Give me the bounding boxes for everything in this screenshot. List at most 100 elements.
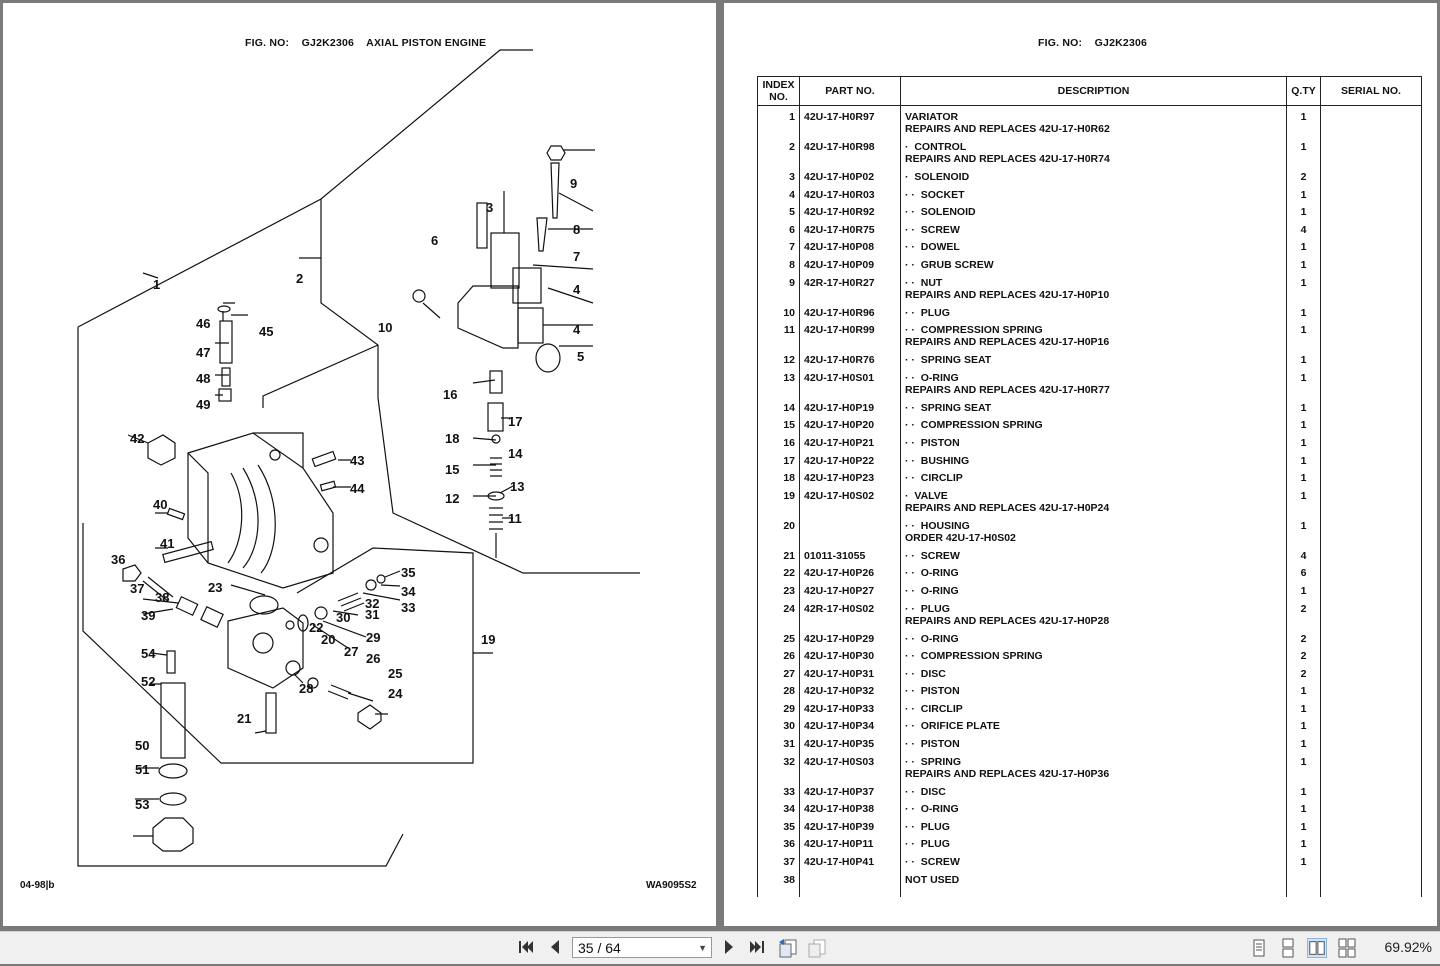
row-serial (1320, 685, 1422, 703)
row-qty: 1 (1286, 258, 1321, 277)
description-text: COMPRESSION SPRING (920, 419, 1043, 432)
row-description: · · GRUB SCREW (900, 258, 1287, 277)
description-text: COMPRESSION SPRING (920, 650, 1043, 663)
description-text: PLUG (920, 306, 950, 319)
row-part-no: 42U-17-H0P23 (799, 472, 901, 490)
row-qty: 1 (1286, 785, 1321, 804)
indent-dots: · · (905, 258, 915, 271)
plug-36 (122, 564, 142, 582)
callout-24: 24 (388, 686, 403, 701)
row-index: 26 (757, 650, 800, 668)
next-view-icon[interactable] (806, 937, 828, 959)
row-serial (1320, 650, 1422, 668)
dropdown-arrow-icon[interactable]: ▼ (698, 943, 707, 953)
indent-dots: · · (905, 838, 915, 851)
description-text: PISTON (920, 685, 960, 698)
row-qty: 1 (1286, 820, 1321, 839)
row-serial (1320, 549, 1422, 568)
callout-33: 33 (401, 600, 415, 615)
row-serial (1320, 519, 1422, 550)
indent-dots: · · (905, 720, 915, 733)
footer-date: 04-98|b (20, 880, 55, 891)
continuous-facing-view-icon[interactable] (1337, 938, 1357, 958)
indent-dots: · · (905, 206, 915, 219)
indent-dots: · · (905, 738, 915, 751)
description-text: HOUSING (920, 519, 970, 532)
single-page-view-icon[interactable] (1249, 938, 1269, 958)
next-page-icon[interactable] (718, 937, 740, 959)
row-serial (1320, 602, 1422, 633)
o-ring-small (285, 620, 295, 630)
row-qty: 1 (1286, 354, 1321, 372)
description-text: DISC (920, 785, 946, 798)
circlip-18 (491, 434, 501, 444)
bushing-17 (487, 402, 504, 432)
filler-cell (757, 891, 800, 898)
indent-dots: · · (905, 650, 915, 663)
row-part-no: 42U-17-H0R97 (799, 105, 901, 141)
row-index: 18 (757, 472, 800, 490)
plug-24 (357, 704, 382, 730)
description-text: SCREW (920, 223, 960, 236)
row-part-no: 42U-17-H0P08 (799, 241, 901, 259)
row-serial (1320, 436, 1422, 455)
callout-11: 11 (508, 511, 522, 526)
row-index: 21 (757, 549, 800, 568)
prev-page-icon[interactable] (544, 937, 566, 959)
continuous-view-icon[interactable] (1278, 938, 1298, 958)
page-number-field[interactable]: 35 / 64 ▼ (572, 937, 712, 958)
row-qty: 2 (1286, 171, 1321, 189)
row-description: · · SPRING SEAT (900, 401, 1287, 420)
callout-16: 16 (443, 387, 457, 402)
row-qty: 1 (1286, 371, 1321, 402)
description-note: REPAIRS AND REPLACES 42U-17-H0P10 (905, 288, 1110, 301)
row-serial (1320, 454, 1422, 473)
solenoid-body (490, 232, 520, 289)
callout-27: 27 (344, 644, 358, 659)
callout-26: 26 (366, 651, 380, 666)
row-serial (1320, 141, 1422, 171)
row-qty: 2 (1286, 632, 1321, 651)
description-text: CIRCLIP (920, 702, 963, 715)
row-qty: 1 (1286, 685, 1321, 703)
previous-view-icon[interactable] (777, 937, 799, 959)
filler-cell (1320, 891, 1422, 898)
first-page-icon[interactable] (515, 937, 537, 959)
row-index: 31 (757, 738, 800, 756)
callout-44: 44 (350, 481, 365, 496)
callout-15: 15 (445, 462, 459, 477)
description-text: PLUG (920, 602, 950, 615)
row-serial (1320, 720, 1422, 739)
row-serial (1320, 584, 1422, 603)
last-page-icon[interactable] (746, 937, 768, 959)
facing-view-icon[interactable] (1307, 938, 1327, 958)
row-part-no (799, 873, 901, 892)
indent-dots: · · (905, 803, 915, 816)
row-index: 6 (757, 223, 800, 242)
row-serial (1320, 258, 1422, 277)
callout-10: 10 (378, 320, 392, 335)
control-body (457, 285, 519, 349)
row-part-no: 42U-17-H0R99 (799, 324, 901, 355)
row-part-no: 42U-17-H0P32 (799, 685, 901, 703)
o-ring-46 (217, 305, 231, 313)
description-text: CONTROL (914, 141, 967, 153)
callout-43: 43 (350, 453, 364, 468)
row-part-no: 42U-17-H0P35 (799, 738, 901, 756)
row-index: 19 (757, 489, 800, 520)
spring-37 (142, 576, 174, 602)
screw-6 (476, 202, 488, 249)
callout-31: 31 (365, 607, 379, 622)
row-index: 5 (757, 206, 800, 224)
zoom-level[interactable]: 69.92% (1384, 939, 1432, 955)
description-text: PLUG (920, 838, 950, 851)
